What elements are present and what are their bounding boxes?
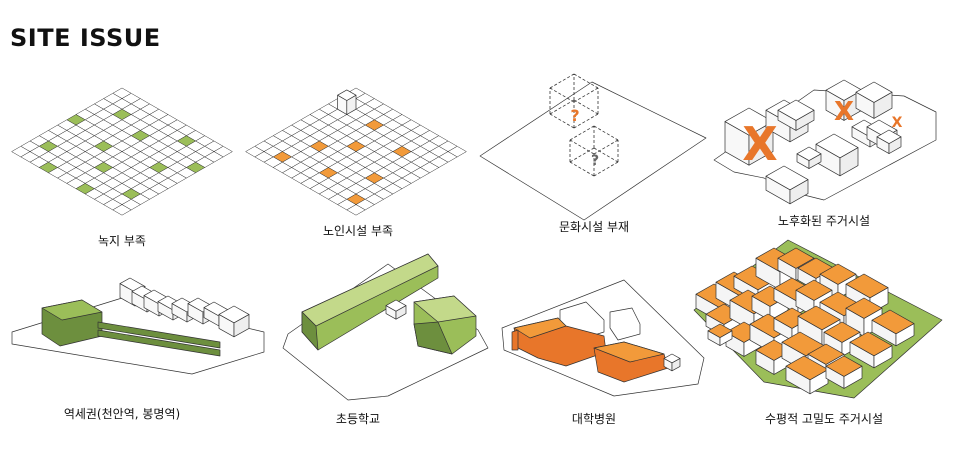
caption-culture-absence: 문화시설 부재 xyxy=(558,220,630,234)
caption-university-hospital: 대학병원 xyxy=(571,412,617,426)
x-mark: X xyxy=(892,115,903,131)
old-house xyxy=(777,99,815,121)
panel-culture-absence: ?? xyxy=(479,73,707,221)
hospital-roof xyxy=(513,317,567,339)
caption-senior-shortage: 노인시설 부족 xyxy=(322,224,394,238)
dense-house xyxy=(797,305,841,331)
dense-house xyxy=(777,247,815,269)
caption-dense-housing: 수평적 고밀도 주거시설 xyxy=(764,412,884,426)
old-house xyxy=(765,165,809,191)
panel-station-area xyxy=(11,277,265,375)
old-house xyxy=(855,81,893,103)
page-title: SITE ISSUE xyxy=(10,24,161,52)
old-house xyxy=(876,129,902,144)
question-mark: ? xyxy=(591,153,599,169)
panel-senior-shortage xyxy=(245,87,467,216)
panel-green-shortage xyxy=(11,87,233,216)
hospital-annex xyxy=(663,353,681,364)
caption-green-shortage: 녹지 부족 xyxy=(98,234,146,248)
dense-house xyxy=(845,273,889,299)
old-house xyxy=(796,146,822,161)
rail-track xyxy=(97,329,221,357)
caption-old-housing: 노후화된 주거시설 xyxy=(777,214,871,228)
old-house xyxy=(815,133,859,159)
school-side xyxy=(301,311,319,351)
hospital-tower xyxy=(511,329,519,351)
hospital-roof xyxy=(593,341,665,363)
caption-elementary-school: 초등학교 xyxy=(335,412,381,426)
dense-house xyxy=(845,297,883,319)
station-roof xyxy=(41,299,103,321)
caption-station-area: 역세권(천안역, 봉명역) xyxy=(63,407,181,421)
old-house xyxy=(825,79,863,101)
rail-track xyxy=(97,321,221,349)
panel-university-hospital xyxy=(501,279,705,397)
dashed-cube xyxy=(549,73,575,89)
station-area-building xyxy=(218,305,250,324)
panel-dense-housing xyxy=(693,239,943,399)
grid-cell xyxy=(112,204,132,216)
dense-house xyxy=(823,321,861,343)
old-house xyxy=(724,107,774,136)
school-gym-roof xyxy=(413,295,477,323)
dense-house xyxy=(819,263,857,285)
dense-house xyxy=(785,355,829,381)
site-plane xyxy=(479,81,707,221)
hospital-annex xyxy=(609,307,641,341)
dense-house xyxy=(849,331,893,357)
x-mark: X xyxy=(742,117,777,171)
school-annex xyxy=(385,299,407,312)
dense-house xyxy=(807,343,845,365)
dense-house xyxy=(795,279,833,301)
panel-elementary-school xyxy=(282,253,489,401)
grid-cell xyxy=(346,204,366,216)
dense-house xyxy=(871,309,915,335)
x-mark: X xyxy=(834,97,854,127)
question-mark: ? xyxy=(570,106,579,125)
dense-house xyxy=(707,323,733,338)
senior-building xyxy=(337,89,357,101)
dense-house xyxy=(781,331,825,357)
dense-house xyxy=(825,355,863,377)
school-gym-side xyxy=(413,321,453,355)
